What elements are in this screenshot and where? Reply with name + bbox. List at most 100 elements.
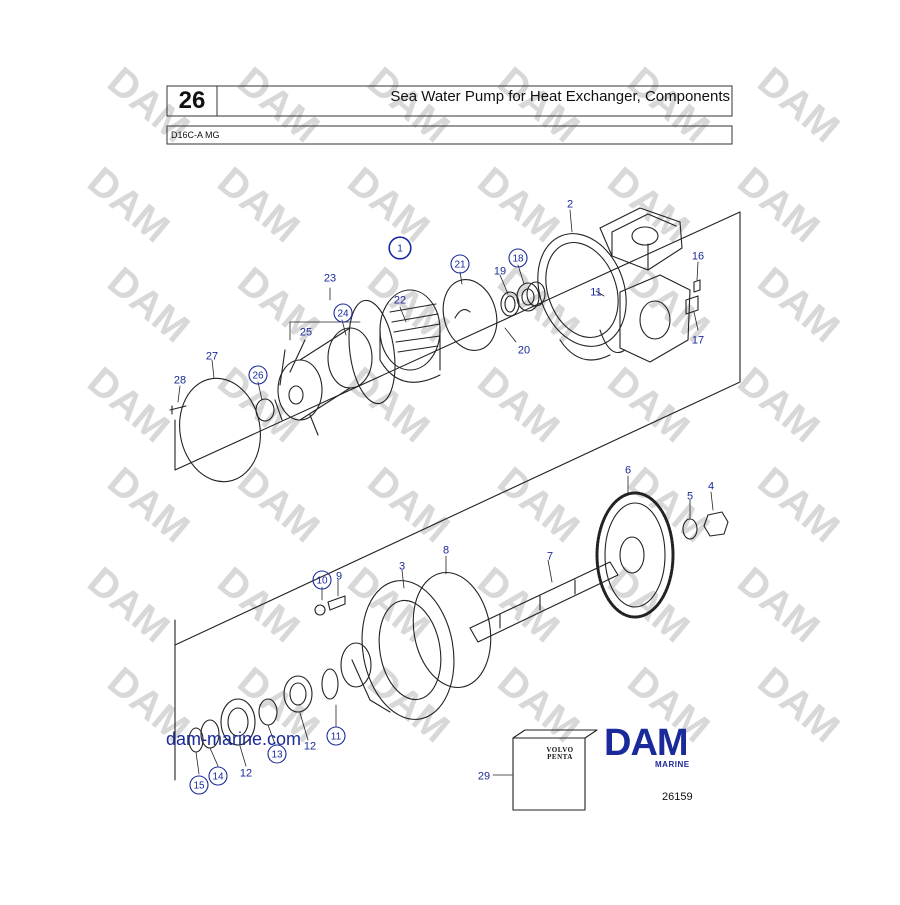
callout-circle: [333, 303, 353, 323]
part-callout-29: 29: [478, 771, 490, 783]
upper-assembly-frame: [174, 211, 741, 646]
part-callout-19: 19: [494, 266, 506, 278]
part-callout-12: 12: [240, 768, 252, 780]
dam-logo-subtitle: MARINE: [655, 760, 690, 769]
watermark-text: DAM: [229, 59, 327, 151]
part-callout-6: 6: [625, 465, 631, 477]
cam-insert: [379, 289, 441, 383]
part-callout-21: 21: [454, 260, 466, 271]
cover-washer: [255, 398, 275, 422]
pump-shaft: [469, 561, 619, 643]
part-callout-18: 18: [512, 254, 524, 265]
drive-gear: [595, 491, 675, 619]
watermark-text: DAM: [489, 59, 587, 151]
shaft-seal: [500, 281, 546, 317]
seal-kit-box: [512, 729, 598, 811]
bearing-stack: [188, 642, 372, 753]
header-frame: [166, 85, 733, 117]
kit-brand-line1: VOLVO: [546, 746, 574, 754]
watermark-text: DAM: [339, 159, 437, 251]
watermark-text: DAM: [749, 59, 847, 151]
watermark-text: DAM: [229, 259, 327, 351]
watermark-text: DAM: [359, 659, 457, 751]
part-callout-17: 17: [692, 335, 704, 347]
watermark-text: DAM: [79, 359, 177, 451]
watermark-text: DAM: [469, 359, 567, 451]
part-callout-5: 5: [687, 491, 693, 503]
model-frame: [166, 125, 733, 145]
part-callout-22: 22: [394, 295, 406, 307]
watermark-text: DAM: [749, 659, 847, 751]
part-callout-11: 11: [331, 732, 342, 743]
bearing-housing: [351, 580, 455, 720]
callout-circle: [248, 365, 268, 385]
part-callout-16: 16: [692, 251, 704, 263]
watermark-text: DAM: [359, 259, 457, 351]
watermark-text: DAM: [359, 59, 457, 151]
callout-circle: [326, 726, 346, 746]
impeller: [274, 327, 373, 436]
gear-washer: [682, 518, 698, 540]
part-callout-7: 7: [547, 551, 553, 563]
part-callout-14: 14: [212, 772, 224, 783]
part-callout-4: 4: [708, 481, 714, 493]
watermark-text: DAM: [339, 559, 437, 651]
watermark-text: DAM: [79, 559, 177, 651]
part-callout-2: 2: [567, 199, 573, 211]
watermark-text: DAM: [79, 159, 177, 251]
pump-cover: [179, 377, 261, 483]
watermark-text: DAM: [99, 459, 197, 551]
part-callout-27: 27: [206, 351, 218, 363]
callout-circle: [267, 744, 287, 764]
callout-circle: [388, 236, 412, 260]
callout-circle: [312, 570, 332, 590]
watermark-text: DAM: [359, 459, 457, 551]
part-callout-23: 23: [324, 273, 336, 285]
watermark-text: DAM: [599, 159, 697, 251]
engine-model: D16C-A MG: [171, 130, 220, 140]
part-callout-8: 8: [443, 545, 449, 557]
part-callout-12: 12: [304, 741, 316, 753]
part-callout-15: 15: [193, 781, 205, 792]
part-callout-3: 3: [399, 561, 405, 573]
watermark-text: DAM: [619, 59, 717, 151]
watermark-text: DAM: [209, 559, 307, 651]
watermark-url: dam-marine.com: [166, 729, 302, 749]
watermark-text: DAM: [229, 459, 327, 551]
watermark-text: DAM: [99, 259, 197, 351]
callout-circle: [189, 775, 209, 795]
pump-housing: [537, 207, 691, 363]
o-ring-upper: [348, 299, 396, 405]
part-callout-11: 11: [590, 287, 601, 299]
part-callout-28: 28: [174, 375, 186, 387]
page-title: Sea Water Pump for Heat Exchanger, Compo…: [390, 88, 730, 105]
part-callout-26: 26: [252, 371, 264, 382]
dam-logo-text: DAM: [604, 722, 688, 764]
watermark-text: DAM: [489, 459, 587, 551]
o-ring-lower: [412, 571, 492, 689]
part-callout-20: 20: [518, 345, 530, 357]
callout-circle: [508, 248, 528, 268]
wear-plate: [442, 279, 498, 351]
part-callout-24: 24: [337, 309, 349, 320]
callout-circle: [208, 766, 228, 786]
dam-logo: DAM: [604, 722, 689, 764]
part-callout-9: 9: [336, 571, 342, 583]
gear-nut: [703, 511, 729, 537]
watermark-text: DAM: [469, 159, 567, 251]
part-callout-1: 1: [397, 244, 403, 255]
watermark-text: DAM: [209, 159, 307, 251]
watermark-text: DAM: [749, 259, 847, 351]
part-callout-25: 25: [300, 327, 312, 339]
callout-layer: 1234567891011121213141516171819202122232…: [174, 199, 714, 795]
callout-circle: [450, 254, 470, 274]
kit-brand-label: VOLVO PENTA: [538, 747, 582, 761]
watermark-text: DAM: [729, 159, 827, 251]
watermark-text: DAM: [729, 359, 827, 451]
leader-lines: [177, 209, 714, 776]
watermark-text: DAM: [749, 459, 847, 551]
kit-brand-line2: PENTA: [547, 753, 573, 761]
